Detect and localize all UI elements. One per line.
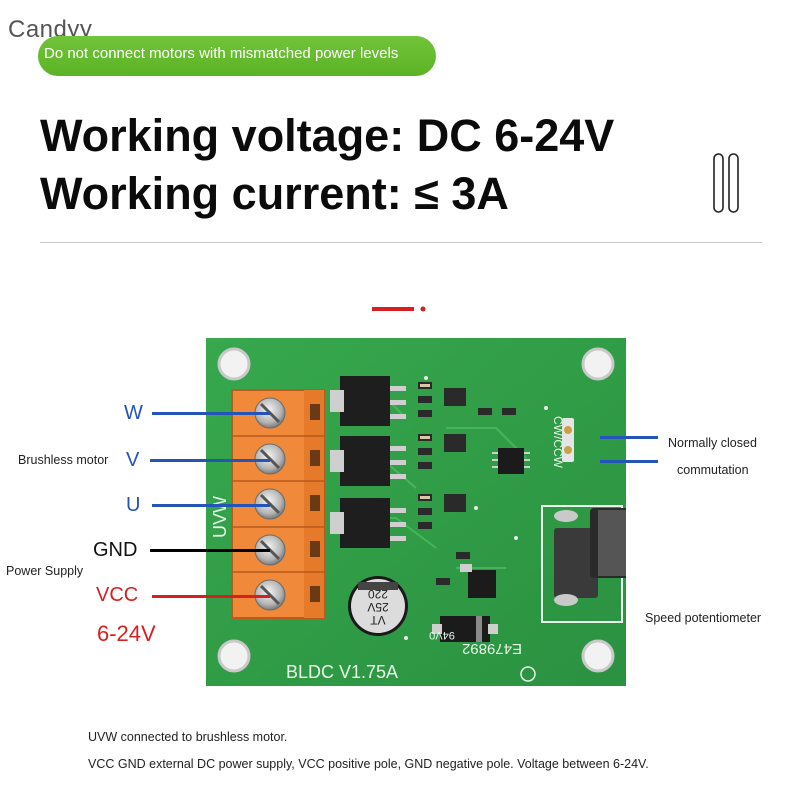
power-supply-label: Power Supply (6, 564, 84, 578)
flame-rating-text: 94V0 (429, 629, 455, 641)
wire-u (152, 504, 270, 507)
cw-ccw-silkscreen: CW/CCW (551, 416, 565, 469)
uvw-silkscreen: UVW (210, 496, 230, 538)
cap-series-text: VT (370, 613, 386, 627)
wire-jumper-1 (600, 436, 658, 439)
speed-potentiometer-label: Speed potentiometer (645, 611, 762, 625)
working-voltage-heading: Working voltage: DC 6-24V (40, 110, 615, 161)
bldc-controller-board: CW/CCW VT 25V 220 UVW BLDC V1.75A E47989… (206, 338, 626, 686)
voltage-range-label: 6-24V (97, 621, 156, 646)
wire-jumper-2 (600, 460, 658, 463)
board-model-text: BLDC V1.75A (286, 662, 398, 682)
cap-value-text: 220 (368, 587, 388, 601)
note-uvw: UVW connected to brushless motor. (88, 730, 288, 744)
cap-voltage-text: 25V (367, 600, 388, 614)
note-power: VCC GND external DC power supply, VCC po… (88, 757, 649, 771)
pin-label-gnd: GND (93, 539, 138, 561)
brushless-motor-label: Brushless motor (18, 453, 109, 467)
warning-banner: Do not connect motors with mismatched po… (38, 36, 436, 76)
pin-label-w: W (124, 402, 143, 424)
wire-vcc (152, 595, 270, 598)
working-current-heading: Working current: ≤ 3A (40, 168, 509, 219)
wire-v (150, 459, 270, 462)
wire-w (152, 412, 270, 415)
pin-label-u: U (126, 494, 141, 516)
pin-label-vcc: VCC (96, 584, 139, 606)
pin-label-v: V (126, 449, 140, 471)
wire-gnd (150, 549, 270, 552)
red-accent-mark (372, 306, 426, 312)
quote-mark-icon (713, 153, 739, 213)
commutation-label: commutation (677, 463, 749, 477)
divider (40, 242, 762, 243)
normally-closed-label: Normally closed (668, 436, 757, 450)
board-code-text: E479892 (462, 640, 522, 657)
